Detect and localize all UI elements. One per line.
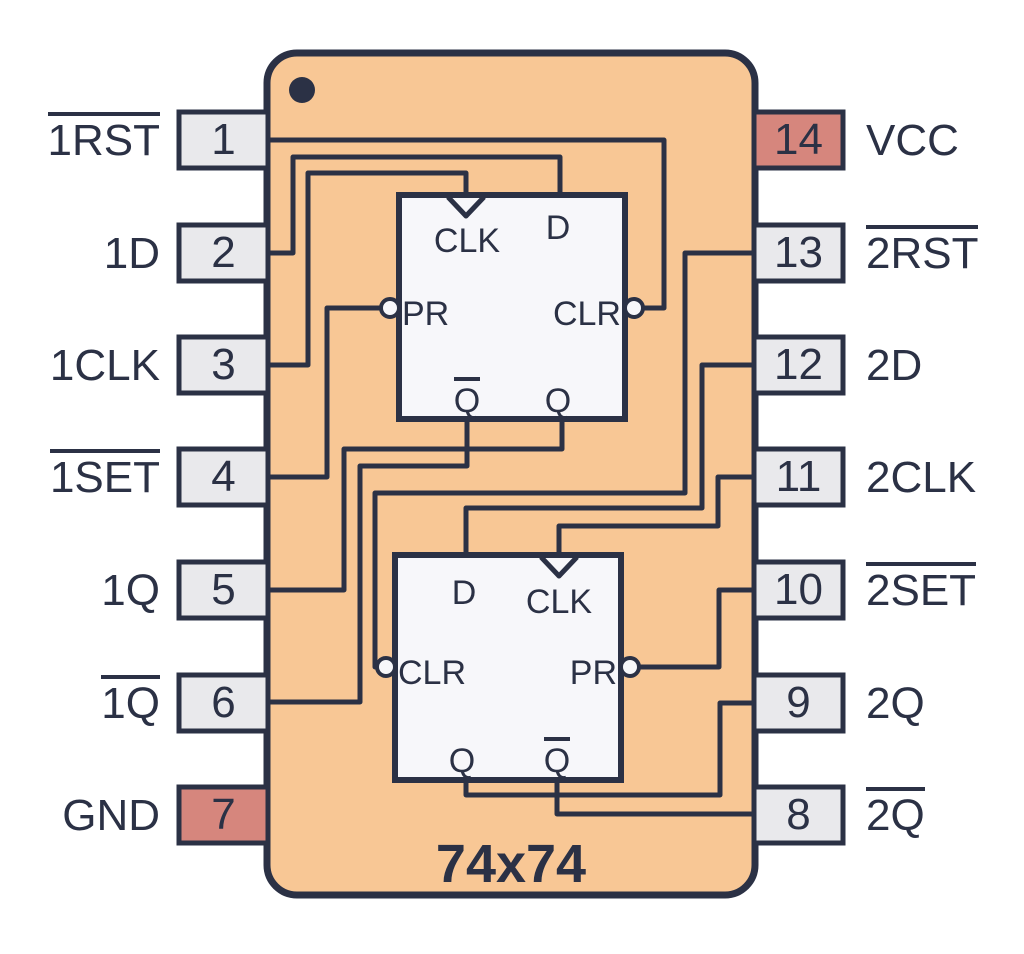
pin-number-12: 12 bbox=[774, 340, 823, 389]
pin-label-2set: 2SET bbox=[866, 562, 1024, 618]
inverter-bubble-icon bbox=[379, 297, 401, 319]
pin-2-box bbox=[176, 222, 271, 284]
pin-12-box bbox=[751, 334, 846, 396]
wire-1clk-ff1-clk bbox=[267, 170, 469, 368]
wire-2set-ff2-pr bbox=[639, 587, 755, 670]
pin-number-7: 7 bbox=[211, 790, 236, 839]
pin-label-2rst: 2RST bbox=[866, 225, 1024, 281]
pin-1-box bbox=[176, 109, 271, 171]
pin-label-2qbar: 2Q bbox=[866, 787, 1024, 843]
pin-label-1q: 1Q bbox=[101, 566, 160, 615]
wire-ff2-qbar-2qbar bbox=[554, 780, 755, 817]
wire-1set-ff1-pr bbox=[267, 305, 381, 480]
pin-13-box bbox=[751, 222, 846, 284]
pin-3-box bbox=[176, 334, 271, 396]
pin-4-box bbox=[176, 446, 271, 508]
pin-number-3: 3 bbox=[211, 340, 236, 389]
chip-title: 74x74 bbox=[435, 834, 587, 894]
pin-label-1clk: 1CLK bbox=[49, 341, 160, 390]
pin-number-8: 8 bbox=[786, 790, 811, 839]
inverter-bubble-icon bbox=[619, 656, 641, 678]
pin-number-1: 1 bbox=[211, 115, 236, 164]
wire-2clk-ff2-clk bbox=[556, 474, 755, 555]
pin-label-vcc: VCC bbox=[866, 116, 959, 165]
wire-1d-ff1-d bbox=[267, 154, 563, 256]
pin-label-2q: 2Q bbox=[866, 679, 925, 728]
wire-ff1-q-1q bbox=[267, 419, 565, 593]
ff1-clk-label: CLK bbox=[433, 222, 501, 260]
ff2-d-label: D bbox=[451, 574, 477, 612]
ff2-q-label: Q bbox=[448, 742, 476, 780]
wire-2d-ff2-d bbox=[463, 362, 755, 555]
pin-number-9: 9 bbox=[786, 678, 811, 727]
pin-8-box bbox=[751, 784, 846, 846]
ff1-qbar-label: Q bbox=[427, 377, 507, 419]
pin-14-box bbox=[751, 109, 846, 171]
pin-number-10: 10 bbox=[774, 565, 823, 614]
ff1-d-label: D bbox=[545, 209, 571, 247]
ff2-qbar-label: Q bbox=[517, 737, 597, 779]
inverter-bubble-icon bbox=[375, 656, 397, 678]
wire-ff2-q-2q bbox=[463, 700, 755, 798]
pin-number-5: 5 bbox=[211, 565, 236, 614]
pin-label-1d: 1D bbox=[103, 229, 160, 278]
pin-6-box bbox=[176, 672, 271, 734]
pin-10-box bbox=[751, 559, 846, 621]
clock-edge-icon bbox=[539, 555, 579, 579]
ff2-clk-label: CLK bbox=[525, 583, 593, 621]
pin-number-11: 11 bbox=[775, 452, 822, 501]
pin-number-6: 6 bbox=[211, 678, 236, 727]
wire-1rst-ff1-clr bbox=[267, 137, 667, 311]
pin-label-1rst: 1RST bbox=[0, 112, 160, 168]
pin-label-1qbar: 1Q bbox=[0, 675, 160, 731]
pin-label-2clk: 2CLK bbox=[866, 453, 977, 502]
ff1-pr-label: PR bbox=[402, 295, 450, 333]
pin-number-13: 13 bbox=[774, 228, 823, 277]
pin-7-box bbox=[176, 784, 271, 846]
pin-number-14: 14 bbox=[774, 115, 823, 164]
pin-number-2: 2 bbox=[211, 228, 236, 277]
pin-5-box bbox=[176, 559, 271, 621]
pin1-indicator-dot bbox=[289, 77, 315, 103]
ff2-pr-label: PR bbox=[569, 654, 617, 692]
pin-label-2d: 2D bbox=[866, 341, 923, 390]
ff1-q-label: Q bbox=[544, 382, 572, 420]
clock-edge-icon bbox=[446, 195, 486, 219]
pin-9-box bbox=[751, 672, 846, 734]
pin-number-4: 4 bbox=[211, 452, 236, 501]
ff2-clr-label: CLR bbox=[398, 654, 467, 692]
ff1-clr-label: CLR bbox=[552, 295, 621, 333]
pin-label-1set: 1SET bbox=[0, 449, 160, 505]
pin-11-box bbox=[751, 446, 846, 508]
wire-ff1-qbar-1qbar bbox=[267, 419, 470, 705]
pin-label-gnd: GND bbox=[62, 791, 160, 840]
inverter-bubble-icon bbox=[623, 297, 645, 319]
